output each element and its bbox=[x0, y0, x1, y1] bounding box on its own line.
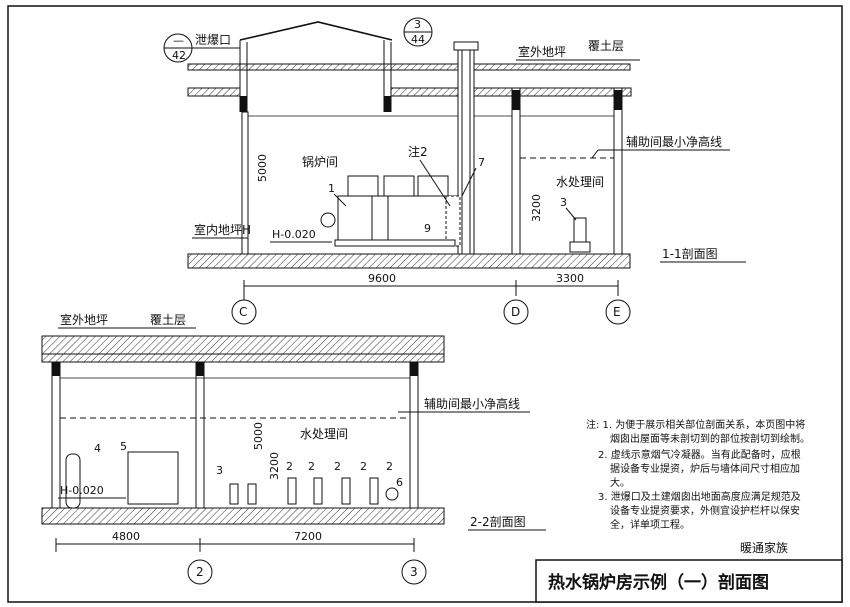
callout-3: 3 bbox=[560, 196, 567, 209]
boiler bbox=[320, 175, 461, 247]
axis-e: E bbox=[613, 305, 621, 319]
soil-layer-2 bbox=[41, 335, 445, 355]
note-line-3: 2. 虚线示意烟气冷凝器。当有此配备时，应根 bbox=[598, 448, 801, 461]
dim-height-1-1: 5000 bbox=[256, 154, 269, 182]
note-line-8: 全，详单项工程。 bbox=[610, 518, 690, 531]
dim-height-2-2: 3200 bbox=[268, 452, 281, 480]
dim-span-2-1: 3300 bbox=[556, 272, 584, 285]
title-block bbox=[535, 559, 843, 603]
note-line-7: 设备专业提资要求，外侧宜设护栏杆以保安 bbox=[610, 504, 800, 517]
dim-span-1-1: 9600 bbox=[368, 272, 396, 285]
pumps bbox=[229, 477, 399, 505]
callout-9: 9 bbox=[424, 222, 431, 235]
outdoor-ground-label-1: 室外地坪 bbox=[518, 44, 566, 59]
note-line-2: 烟囱出屋面等未剖切到的部位按剖切到绘制。 bbox=[610, 432, 810, 445]
axis-c: C bbox=[239, 305, 247, 319]
callout-6: 6 bbox=[396, 476, 403, 489]
vent-label: 泄爆口 bbox=[195, 33, 231, 47]
section-1-label: 1-1剖面图 bbox=[662, 247, 718, 261]
note-line-1: 注: 1. 为便于展示相关部位剖面关系，本页图中将 bbox=[586, 418, 805, 431]
cabinet-5 bbox=[127, 451, 179, 505]
water-pump-1 bbox=[569, 217, 591, 253]
aux-clear-height-label-2: 辅助间最小净高线 bbox=[424, 396, 520, 411]
boiler-room-label: 锅炉间 bbox=[302, 154, 338, 169]
level-label-1: H-0.020 bbox=[272, 228, 316, 241]
floor-slab-2 bbox=[41, 507, 445, 525]
axis-2: 2 bbox=[196, 565, 204, 579]
section-2-label: 2-2剖面图 bbox=[470, 515, 526, 529]
floor-slab-1 bbox=[187, 253, 631, 269]
section-2-2: 室外地坪 覆土层 辅助间最小净高线 水处理间 5000 3200 H-0.020… bbox=[41, 312, 546, 585]
callout-1: 1 bbox=[328, 182, 335, 195]
note-ref-label: 注2 bbox=[408, 144, 428, 159]
callout-2e: 2 bbox=[386, 460, 393, 473]
callout-2d: 2 bbox=[360, 460, 367, 473]
watermark: 暖通家族 bbox=[740, 540, 788, 555]
notes: 注: 1. 为便于展示相关部位剖面关系，本页图中将 烟囱出屋面等未剖切到的部位按… bbox=[586, 418, 810, 531]
roof-boiler bbox=[239, 21, 393, 41]
drawing-title: 热水锅炉房示例（一）剖面图 bbox=[548, 572, 769, 593]
outdoor-ground-label-2: 室外地坪 bbox=[60, 312, 108, 327]
vent-ref-top: — bbox=[173, 34, 184, 47]
callout-5: 5 bbox=[120, 440, 127, 453]
axis-d: D bbox=[511, 305, 520, 319]
callout-2c: 2 bbox=[334, 460, 341, 473]
axis-3: 3 bbox=[410, 565, 418, 579]
water-room-label-1: 水处理间 bbox=[556, 175, 604, 189]
callout-7: 7 bbox=[478, 156, 485, 169]
indoor-ground-label: 室内地坪H bbox=[194, 222, 251, 237]
note-line-4: 据设备专业提资，炉后与墙体间尺寸相应加 bbox=[610, 462, 800, 475]
dim-span-1-2: 4800 bbox=[112, 530, 140, 543]
sheet-border bbox=[7, 5, 843, 603]
aux-clear-height-label-1: 辅助间最小净高线 bbox=[626, 134, 722, 149]
callout-3b: 3 bbox=[216, 464, 223, 477]
vent-ref-bottom: 42 bbox=[172, 49, 186, 62]
callout-2b: 2 bbox=[308, 460, 315, 473]
callout-4: 4 bbox=[94, 442, 101, 455]
dim-height-2-1: 3200 bbox=[530, 194, 543, 222]
callout-2a: 2 bbox=[286, 460, 293, 473]
soil-layer-label-2: 覆土层 bbox=[150, 313, 186, 327]
dim-height-1-2: 5000 bbox=[252, 422, 265, 450]
chimney-ref-top: 3 bbox=[414, 18, 421, 31]
dim-span-2-2: 7200 bbox=[294, 530, 322, 543]
chimney-ref-bottom: 44 bbox=[411, 33, 425, 46]
water-room-label-2: 水处理间 bbox=[300, 427, 348, 441]
level-label-2: H-0.020 bbox=[60, 484, 104, 497]
tank-4 bbox=[65, 453, 81, 509]
section-1-1: — 42 泄爆口 3 44 室外地坪 覆土层 锅炉间 注2 1 7 9 3 辅助… bbox=[163, 17, 746, 325]
soil-layer-1 bbox=[187, 63, 631, 71]
note-line-5: 大。 bbox=[610, 476, 630, 489]
note-line-6: 3. 泄爆口及土建烟囱出地面高度应满足规范及 bbox=[598, 490, 801, 503]
soil-layer-label-1: 覆土层 bbox=[588, 39, 624, 53]
